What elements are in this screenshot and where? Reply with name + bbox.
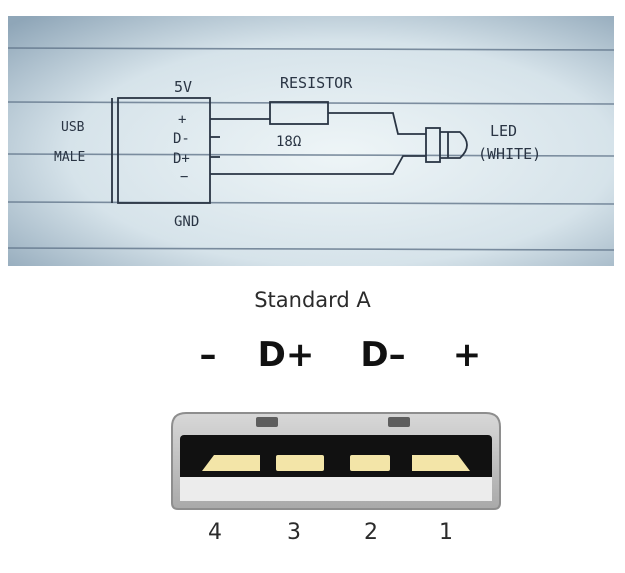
label-male: MALE: [54, 150, 85, 165]
pin-label-plus: +: [178, 112, 186, 128]
pin-label-dminus: D-: [173, 131, 190, 147]
led-dome: [440, 131, 468, 159]
connector-title: Standard A: [254, 288, 371, 312]
pin-number-2: 2: [364, 520, 378, 545]
shell-latch-left: [256, 417, 278, 427]
label-usb: USB: [61, 120, 85, 135]
led-flat: [425, 127, 441, 163]
pin-number-3: 3: [287, 520, 301, 545]
pin-label-3: D+: [257, 335, 315, 375]
paper-background: [8, 16, 614, 266]
pin-label-2: D–: [360, 335, 406, 375]
contact-pin-1: [412, 455, 470, 471]
shell-latch-right: [388, 417, 410, 427]
schematic-photo: USB MALE 5V GND + D- D+ − RESISTOR 18Ω L…: [8, 16, 614, 266]
usb-plug-box: [117, 97, 211, 204]
label-led-color: (WHITE): [478, 145, 541, 163]
pin-label-minus: −: [180, 169, 188, 185]
pin-label-dplus: D+: [173, 151, 190, 167]
schematic-drawing: USB MALE 5V GND + D- D+ − RESISTOR 18Ω L…: [8, 16, 614, 266]
pin-label-4: –: [199, 335, 217, 375]
label-5v: 5V: [174, 78, 192, 96]
contact-pin-4: [202, 455, 260, 471]
label-led: LED: [490, 122, 517, 140]
ruled-lines: [8, 47, 614, 251]
usb-a-connector: [168, 405, 504, 515]
usb-a-connector-drawing: [171, 412, 501, 510]
pin-number-4: 4: [208, 520, 222, 545]
label-resistor: RESISTOR: [280, 74, 353, 92]
pin-number-1: 1: [439, 520, 453, 545]
wire-ground: [220, 155, 426, 175]
connector-tongue: [180, 477, 492, 501]
label-gnd: GND: [174, 214, 199, 230]
label-resistor-value: 18Ω: [276, 134, 301, 150]
contact-pin-2: [350, 455, 390, 471]
pin-label-1: +: [452, 335, 482, 375]
contact-pin-3: [276, 455, 324, 471]
wire-resistor-led: [328, 112, 426, 135]
